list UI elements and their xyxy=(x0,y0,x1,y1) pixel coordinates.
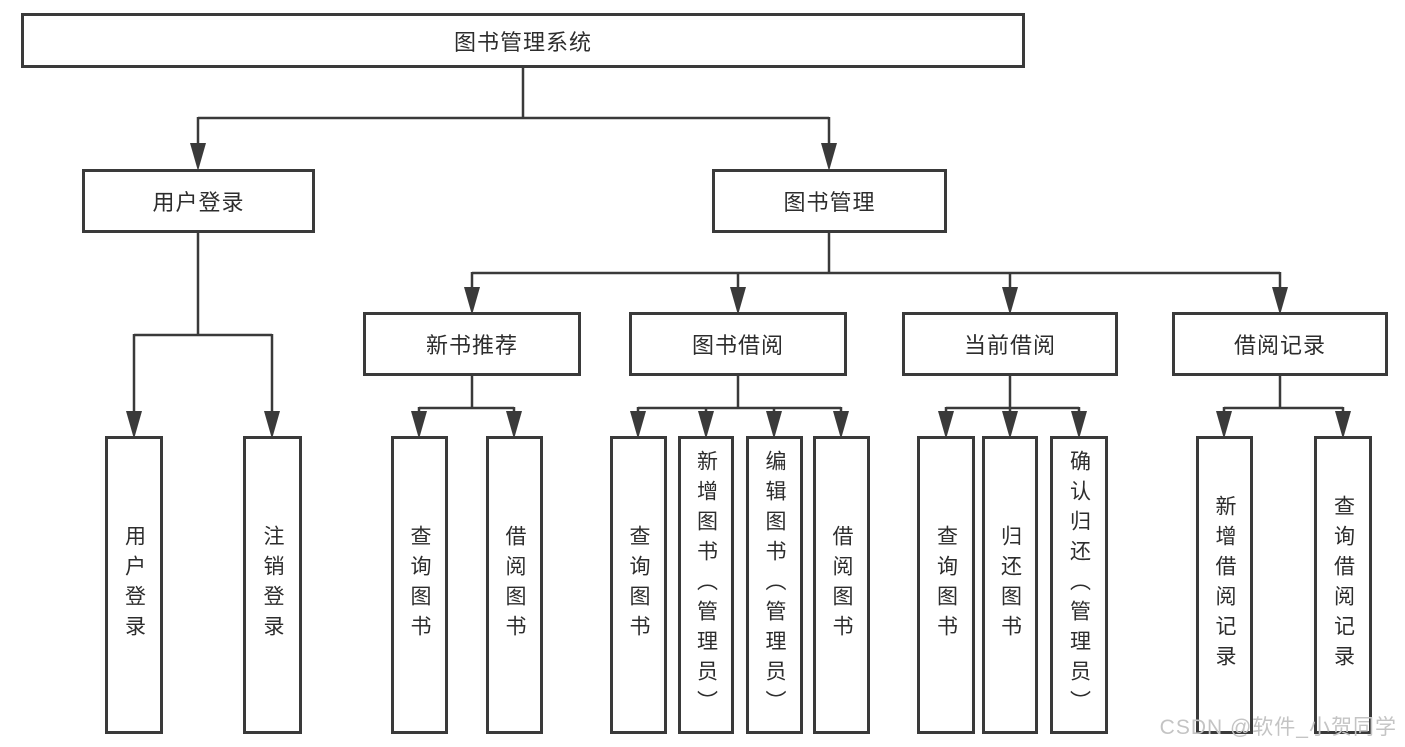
leaf-user-login-label: 用户登录 xyxy=(122,525,146,645)
leaf-return-books-label: 归还图书 xyxy=(998,525,1022,645)
node-book-management: 图书管理 xyxy=(712,169,947,233)
node-root-label: 图书管理系统 xyxy=(453,29,592,55)
leaf-add-book-admin: 新增图书（管理员） xyxy=(678,436,734,734)
leaf-query-books-2-label: 查询图书 xyxy=(627,525,650,645)
leaf-query-borrow-record: 查询借阅记录 xyxy=(1314,436,1372,734)
node-borrow-records: 借阅记录 xyxy=(1172,312,1388,376)
node-book-management-label: 图书管理 xyxy=(783,190,876,215)
leaf-query-books-1-label: 查询图书 xyxy=(408,525,431,645)
leaf-edit-book-admin-label: 编辑图书（管理员） xyxy=(763,450,786,720)
node-new-book-recommend: 新书推荐 xyxy=(363,312,581,376)
node-current-borrow-label: 当前借阅 xyxy=(963,333,1056,358)
leaf-return-books: 归还图书 xyxy=(982,436,1038,734)
leaf-edit-book-admin: 编辑图书（管理员） xyxy=(746,436,803,734)
leaf-query-books-1: 查询图书 xyxy=(391,436,448,734)
node-book-borrow: 图书借阅 xyxy=(629,312,847,376)
leaf-user-login: 用户登录 xyxy=(105,436,163,734)
leaf-query-books-3: 查询图书 xyxy=(917,436,975,734)
leaf-borrow-books-2: 借阅图书 xyxy=(813,436,870,734)
leaf-borrow-books-1-label: 借阅图书 xyxy=(503,525,526,645)
leaf-add-book-admin-label: 新增图书（管理员） xyxy=(694,450,718,720)
watermark: CSDN @软件_小贺同学 xyxy=(1159,716,1397,739)
node-book-borrow-label: 图书借阅 xyxy=(691,333,784,358)
node-root: 图书管理系统 xyxy=(21,13,1025,68)
node-borrow-records-label: 借阅记录 xyxy=(1233,333,1326,358)
leaf-confirm-return-admin-label: 确认归还（管理员） xyxy=(1067,450,1091,720)
node-new-book-recommend-label: 新书推荐 xyxy=(425,333,518,358)
leaf-query-books-2: 查询图书 xyxy=(610,436,667,734)
leaf-borrow-books-2-label: 借阅图书 xyxy=(830,525,853,645)
node-user-login-label: 用户登录 xyxy=(152,190,245,215)
leaf-add-borrow-record-label: 新增借阅记录 xyxy=(1213,495,1236,675)
leaf-borrow-books-1: 借阅图书 xyxy=(486,436,543,734)
node-user-login: 用户登录 xyxy=(82,169,315,233)
leaf-confirm-return-admin: 确认归还（管理员） xyxy=(1050,436,1108,734)
node-current-borrow: 当前借阅 xyxy=(902,312,1118,376)
leaf-logout-label: 注销登录 xyxy=(261,525,284,645)
leaf-logout: 注销登录 xyxy=(243,436,302,734)
leaf-query-borrow-record-label: 查询借阅记录 xyxy=(1331,495,1355,675)
leaf-add-borrow-record: 新增借阅记录 xyxy=(1196,436,1253,734)
leaf-query-books-3-label: 查询图书 xyxy=(934,525,958,645)
